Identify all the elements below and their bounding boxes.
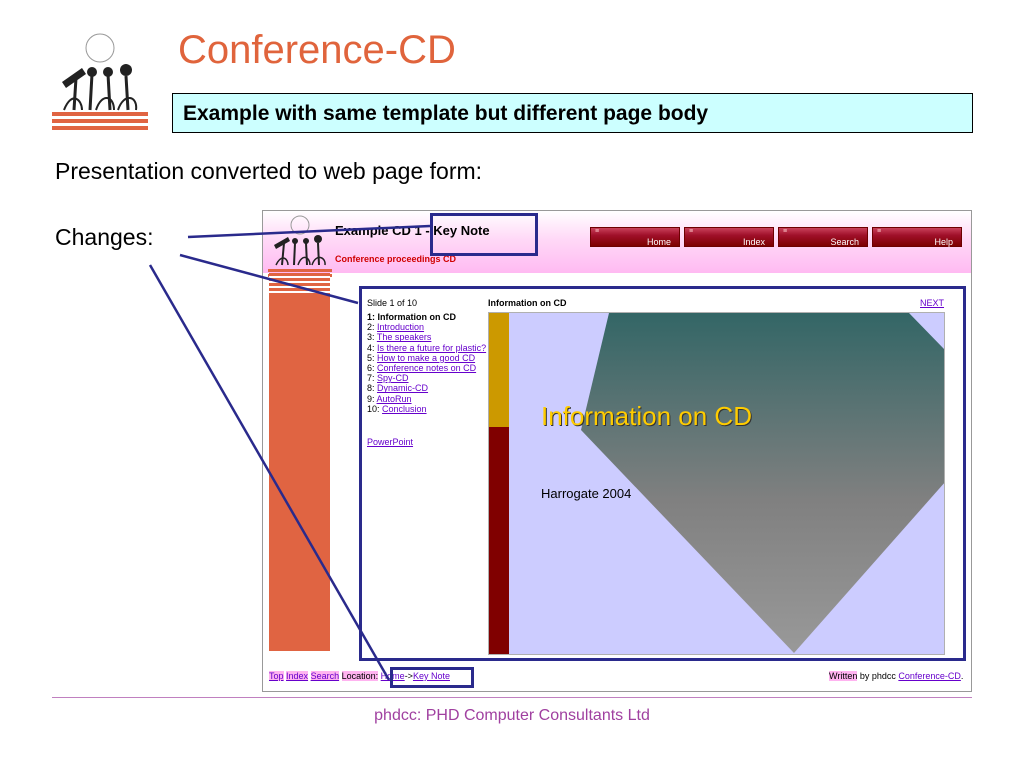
footer-divider <box>52 697 972 698</box>
slide-number: 7: <box>367 373 375 384</box>
powerpoint-link[interactable]: PowerPoint <box>367 437 414 447</box>
slide-number: 2: <box>367 322 375 333</box>
slide-link-good-cd[interactable]: How to make a good CD <box>377 352 476 363</box>
slide-label: Information on CD <box>377 312 457 322</box>
slide-view-heading: Information on CD <box>541 401 752 431</box>
by-text: by phdcc <box>857 671 899 681</box>
nav-search-label: Search <box>830 237 859 247</box>
nav-index-label: Index <box>742 237 765 247</box>
sidebar <box>269 294 330 651</box>
title-highlight-frame <box>430 213 538 256</box>
slide-title: Conference-CD <box>178 28 456 72</box>
slide-number: 5: <box>367 352 375 363</box>
footer-period: . <box>960 671 964 681</box>
changes-label: Changes: <box>55 224 154 250</box>
current-slide-heading: Information on CD <box>488 298 567 308</box>
nav-home-button[interactable]: ≡Home <box>590 227 680 247</box>
diamond-graphic <box>581 313 944 653</box>
nav-help-button[interactable]: ≡Help <box>872 227 962 247</box>
footer-search-link[interactable]: Search <box>310 671 340 681</box>
slide-number: 9: <box>367 393 375 404</box>
slide-number: 6: <box>367 363 375 374</box>
nav-home-label: Home <box>646 237 671 247</box>
footer-index-link[interactable]: Index <box>286 671 309 681</box>
slide-number: 4: <box>367 342 375 353</box>
breadcrumb-keynote-link[interactable]: Key Note <box>412 671 450 681</box>
breadcrumb-arrow: -> <box>404 671 413 681</box>
written-by-text: Written by phdcc Conference-CD. <box>829 671 963 681</box>
location-highlight-frame <box>390 667 474 688</box>
slide-counter: Slide 1 of 10 <box>367 298 418 308</box>
slide-link-conference-notes[interactable]: Conference notes on CD <box>377 363 477 374</box>
slide-list: 1: Information on CD 2: Introduction 3: … <box>367 312 492 414</box>
slide-list-item: 7: Spy-CD <box>367 373 492 383</box>
gold-bar <box>489 313 509 427</box>
slide-link-conclusion[interactable]: Conclusion <box>382 403 427 414</box>
intro-text: Presentation converted to web page form: <box>55 158 483 184</box>
slide-list-item: 2: Introduction <box>367 322 492 332</box>
nav-help-label: Help <box>934 237 953 247</box>
sidebar-stripes <box>269 273 330 294</box>
slide-number: 3: <box>367 332 375 343</box>
slide-list-item: 6: Conference notes on CD <box>367 363 492 373</box>
slide-list-item-current: 1: Information on CD <box>367 312 492 322</box>
slide-link-speakers[interactable]: The speakers <box>376 332 432 343</box>
slide-list-item: 3: The speakers <box>367 332 492 342</box>
subtitle-banner: Example with same template but different… <box>172 93 973 133</box>
slide-list-item: 9: AutoRun <box>367 394 492 404</box>
slide-link-dynamic-cd[interactable]: Dynamic-CD <box>377 383 429 394</box>
slide-list-item: 8: Dynamic-CD <box>367 383 492 393</box>
location-label: Location: <box>341 671 379 681</box>
nav-search-button[interactable]: ≡Search <box>778 227 868 247</box>
webpage-screenshot: Example CD 1 - Key Note Conference proce… <box>262 210 972 692</box>
slide-link-autorun[interactable]: AutoRun <box>376 393 412 404</box>
slide-view-subheading: Harrogate 2004 <box>541 486 632 501</box>
subtitle-text: Example with same template but different… <box>183 102 709 125</box>
conference-logo <box>52 30 148 134</box>
slide-number: 10: <box>367 403 380 414</box>
next-link[interactable]: NEXT <box>920 298 945 308</box>
slide-list-item: 4: Is there a future for plastic? <box>367 343 492 353</box>
slide-list-item: 10: Conclusion <box>367 404 492 414</box>
slide-image: Information on CD Harrogate 2004 <box>488 312 945 655</box>
slide-footer: phdcc: PHD Computer Consultants Ltd <box>374 707 650 724</box>
nav-index-button[interactable]: ≡Index <box>684 227 774 247</box>
slide-list-item: 5: How to make a good CD <box>367 353 492 363</box>
slide-number: 8: <box>367 383 375 394</box>
slide-number: 1: <box>367 312 376 322</box>
slide-link-introduction[interactable]: Introduction <box>377 322 425 333</box>
conference-cd-link[interactable]: Conference-CD <box>898 671 961 681</box>
written-label: Written <box>829 671 858 681</box>
webpage-subtitle: Conference proceedings CD <box>335 254 457 264</box>
red-bar <box>489 427 509 654</box>
footer-top-link[interactable]: Top <box>269 671 284 681</box>
slide-link-spy-cd[interactable]: Spy-CD <box>377 373 409 384</box>
slide-link-plastic[interactable]: Is there a future for plastic? <box>377 342 487 353</box>
